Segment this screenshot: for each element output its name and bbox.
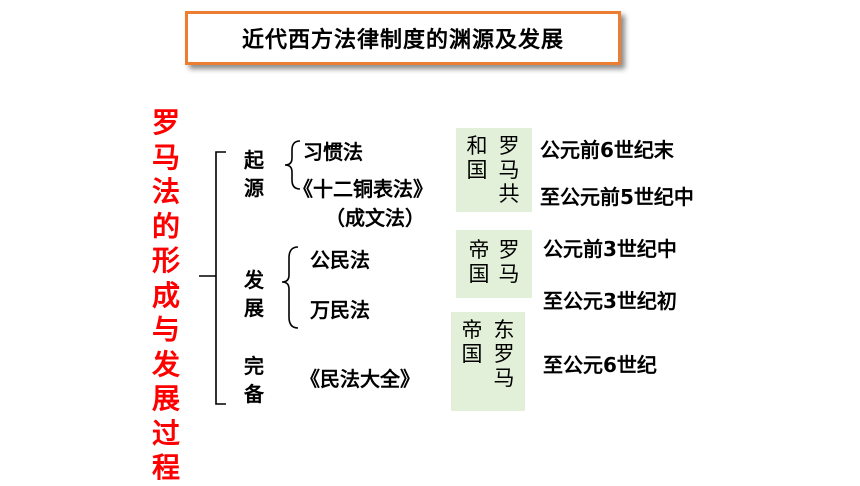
item-written-law: （成文法） <box>325 206 425 230</box>
title-box: 近代西方法律制度的渊源及发展 <box>185 11 621 65</box>
main-bracket <box>215 151 226 405</box>
state-box-empire: 帝国 罗马 <box>456 230 532 298</box>
item-customary-law: 习惯法 <box>303 140 363 164</box>
state-right-empire: 罗马 <box>498 238 520 286</box>
item-corpus-juris: 《民法大全》 <box>300 367 420 391</box>
state-right-eastern-empire: 东罗马 <box>493 318 515 390</box>
state-box-eastern-empire: 帝国 东罗马 <box>451 312 525 411</box>
vertical-title: 罗马法的形成与发展过程 <box>151 106 180 484</box>
item-twelve-tables: 《十二铜表法》 <box>293 177 433 201</box>
page-title: 近代西方法律制度的渊源及发展 <box>241 28 564 53</box>
period-completion: 至公元6世纪 <box>543 353 657 377</box>
period-origin-end: 至公元前5世纪中 <box>540 185 694 209</box>
brace-origin <box>284 140 301 190</box>
state-left-eastern-empire: 帝国 <box>461 318 483 366</box>
brace-development <box>281 246 299 329</box>
state-left-empire: 帝国 <box>468 238 490 286</box>
stage-label-development: 发展 <box>244 268 264 320</box>
state-right-republic: 罗马共 <box>498 134 520 206</box>
period-origin-start: 公元前6世纪末 <box>540 138 674 162</box>
state-left-republic: 和国 <box>466 134 488 182</box>
period-development-end: 至公元3世纪初 <box>543 289 677 313</box>
item-law-of-nations: 万民法 <box>310 298 370 322</box>
item-civil-law: 公民法 <box>310 248 370 272</box>
stage-label-origin: 起源 <box>244 148 264 200</box>
stage-label-completion: 完备 <box>244 354 264 406</box>
state-box-republic: 和国 罗马共 <box>456 128 532 212</box>
period-development-start: 公元前3世纪中 <box>543 237 677 261</box>
